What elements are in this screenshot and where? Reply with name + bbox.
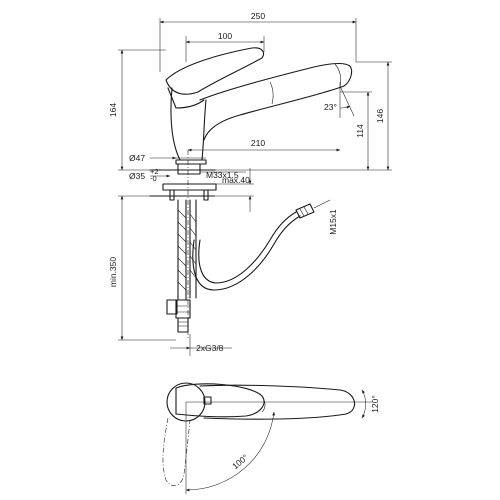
connector-details xyxy=(176,305,190,327)
spout-rotation-arc xyxy=(361,389,366,419)
label-hose-length: min.350 xyxy=(108,257,118,288)
label-hole-diameter: Ø35 xyxy=(129,171,145,181)
base-flange xyxy=(175,159,207,165)
label-spout-angle: 23° xyxy=(324,102,337,112)
label-hole-tol-minus: -0 xyxy=(150,174,157,183)
top-handle xyxy=(175,383,265,418)
threaded-stud xyxy=(177,163,201,175)
hose-thread-1 xyxy=(177,317,189,333)
label-spout-rotation: 120° xyxy=(370,395,380,413)
lever-handle xyxy=(165,47,265,95)
spout xyxy=(199,63,353,141)
braided-hose-1 xyxy=(177,199,187,301)
label-hose-connector: M15x1 xyxy=(328,209,338,235)
label-spout-reach: 210 xyxy=(251,138,265,148)
faucet-side-view xyxy=(165,47,353,165)
dimension-labels: 250 100 164 146 114 23° 210 Ø47 Ø35 +2 -… xyxy=(108,11,385,471)
label-handle-rotation: 100° xyxy=(230,452,250,471)
valve-connector xyxy=(166,299,178,315)
label-spout-height: 114 xyxy=(355,124,365,138)
pull-out-hose-outer xyxy=(192,215,301,291)
pull-out-hose-inner xyxy=(198,211,297,284)
braided-hose-1-pattern xyxy=(177,209,187,291)
spray-head-face xyxy=(334,63,342,87)
label-thread: M33x1.5 xyxy=(206,170,239,180)
label-base-diameter: Ø47 xyxy=(129,153,145,163)
label-max-thickness: max.40 xyxy=(222,175,250,185)
handle-rotated-position xyxy=(162,417,191,486)
hose-end-connector xyxy=(295,203,315,219)
faucet-top-view xyxy=(162,382,372,494)
indicator-mark xyxy=(203,396,212,405)
label-connections: 2xG3/8 xyxy=(196,343,224,353)
mounting-nut-legs xyxy=(169,189,209,201)
mounting-plate xyxy=(162,183,217,191)
label-hole-tol-plus: +2 xyxy=(150,167,159,176)
braided-hose-2 xyxy=(189,199,197,299)
label-height-total: 164 xyxy=(108,103,118,117)
cartridge-band xyxy=(167,87,205,109)
label-handle-length: 100 xyxy=(218,31,232,41)
mounting-assembly xyxy=(149,150,315,340)
top-handle-edge xyxy=(261,395,266,413)
pull-out-seam xyxy=(269,81,274,105)
label-spout-height-full: 146 xyxy=(375,109,385,123)
handle-rotation-arc xyxy=(185,411,275,492)
label-overall-length: 250 xyxy=(251,11,265,21)
faucet-body xyxy=(170,87,207,161)
dimension-lines xyxy=(118,18,392,356)
hose-end-thread xyxy=(299,206,309,217)
